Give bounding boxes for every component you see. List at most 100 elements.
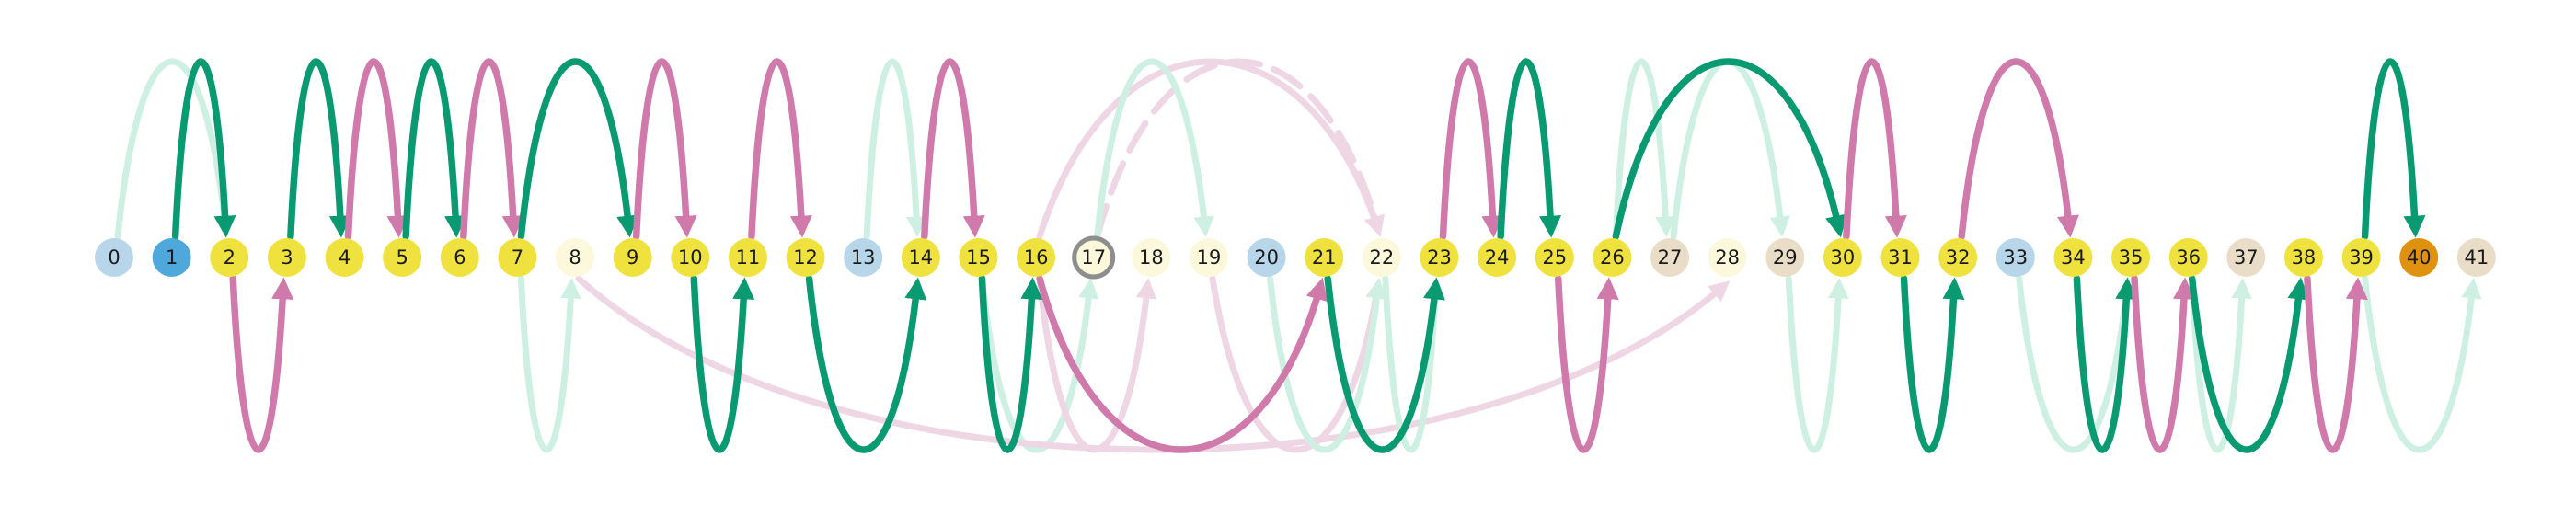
node-label: 19 xyxy=(1197,246,1222,269)
arc-39-to-40 xyxy=(2361,58,2426,240)
node-circle xyxy=(1938,238,1978,277)
node-16: 16 xyxy=(1017,238,1056,277)
node-label: 15 xyxy=(966,246,991,269)
node-circle xyxy=(383,238,422,277)
node-label: 4 xyxy=(339,246,351,269)
node-circle xyxy=(671,238,710,277)
node-18: 18 xyxy=(1132,238,1171,277)
arc-23-to-24 xyxy=(1439,58,1504,240)
node-circle xyxy=(2168,238,2208,277)
node-35: 35 xyxy=(2111,238,2151,277)
node-label: 21 xyxy=(1312,246,1337,269)
node-circle xyxy=(2053,238,2093,277)
node-label: 33 xyxy=(2003,246,2028,269)
arc-25-to-26 xyxy=(1555,275,1619,453)
node-11: 11 xyxy=(728,238,767,277)
node-circle xyxy=(1478,238,1517,277)
arc-3-to-4 xyxy=(287,58,351,240)
node-circle xyxy=(1017,238,1056,277)
arc-1-to-2 xyxy=(171,58,236,240)
arc-5-to-6 xyxy=(402,58,467,240)
node-label: 3 xyxy=(281,246,293,269)
node-label: 10 xyxy=(678,246,703,269)
node-label: 38 xyxy=(2292,246,2317,269)
node-label: 16 xyxy=(1024,246,1049,269)
node-circle xyxy=(210,238,249,277)
arc-10-to-11 xyxy=(690,275,755,453)
arc-2-to-3 xyxy=(229,275,294,453)
arcs-layer xyxy=(114,58,2482,453)
node-10: 10 xyxy=(671,238,710,277)
node-label: 14 xyxy=(908,246,933,269)
arc-20-to-22 xyxy=(1267,275,1387,453)
node-37: 37 xyxy=(2226,238,2266,277)
node-circle xyxy=(325,238,364,277)
node-32: 32 xyxy=(1938,238,1978,277)
node-41: 41 xyxy=(2456,238,2496,277)
node-circle xyxy=(2226,238,2266,277)
node-label: 41 xyxy=(2464,246,2489,269)
arc-16-to-18 xyxy=(1036,275,1157,453)
node-label: 17 xyxy=(1081,246,1106,269)
node-label: 30 xyxy=(1831,246,1856,269)
arc-24-to-25 xyxy=(1497,58,1562,240)
arc-17-to-19 xyxy=(1094,58,1214,240)
node-circle xyxy=(1132,238,1171,277)
arc-9-to-10 xyxy=(632,58,697,240)
node-23: 23 xyxy=(1420,238,1459,277)
node-circle xyxy=(556,238,595,277)
node-15: 15 xyxy=(959,238,998,277)
node-label: 28 xyxy=(1715,246,1740,269)
node-circle xyxy=(2399,238,2439,277)
node-label: 6 xyxy=(454,246,466,269)
node-label: 20 xyxy=(1254,246,1279,269)
arc-12-to-14 xyxy=(805,275,927,453)
arc-33-to-35 xyxy=(2016,275,2136,453)
node-5: 5 xyxy=(383,238,422,277)
node-circle xyxy=(1420,238,1459,277)
node-4: 4 xyxy=(325,238,364,277)
node-circle xyxy=(1823,238,1862,277)
arc-29-to-30 xyxy=(1785,275,1849,453)
node-label: 1 xyxy=(166,246,178,269)
arc-8-to-28 xyxy=(575,275,1731,453)
arc-32-to-34 xyxy=(1958,58,2079,240)
node-22: 22 xyxy=(1362,238,1401,277)
node-label: 25 xyxy=(1542,246,1567,269)
node-circle xyxy=(498,238,537,277)
node-label: 22 xyxy=(1369,246,1394,269)
node-14: 14 xyxy=(901,238,940,277)
arc-16-to-22 xyxy=(1036,58,1385,240)
node-12: 12 xyxy=(786,238,825,277)
arc-35-to-36 xyxy=(2131,275,2195,453)
node-label: 32 xyxy=(1946,246,1971,269)
node-circle xyxy=(2283,238,2323,277)
arc-16-to-21 xyxy=(1036,275,1328,453)
arc-36-to-37 xyxy=(2189,275,2252,453)
node-circle xyxy=(1708,238,1747,277)
arc-11-to-12 xyxy=(748,58,812,240)
arc-15-to-17 xyxy=(978,275,1099,453)
node-circle xyxy=(1535,238,1574,277)
node-circle xyxy=(267,238,306,277)
arc-19-to-22 xyxy=(1209,275,1386,453)
node-7: 7 xyxy=(498,238,537,277)
node-circle xyxy=(1305,238,1344,277)
node-circle xyxy=(613,238,652,277)
node-3: 3 xyxy=(267,238,306,277)
node-label: 24 xyxy=(1485,246,1510,269)
arc-26-to-27 xyxy=(1612,58,1676,240)
arc-7-to-9 xyxy=(517,58,639,240)
node-label: 11 xyxy=(736,246,761,269)
node-28: 28 xyxy=(1708,238,1747,277)
node-circle xyxy=(1247,238,1286,277)
node-circle xyxy=(728,238,767,277)
node-39: 39 xyxy=(2341,238,2381,277)
node-circle xyxy=(959,238,998,277)
node-circle xyxy=(152,238,191,277)
node-label: 39 xyxy=(2349,246,2374,269)
node-label: 5 xyxy=(396,246,408,269)
node-9: 9 xyxy=(613,238,652,277)
node-36: 36 xyxy=(2168,238,2208,277)
node-30: 30 xyxy=(1823,238,1862,277)
